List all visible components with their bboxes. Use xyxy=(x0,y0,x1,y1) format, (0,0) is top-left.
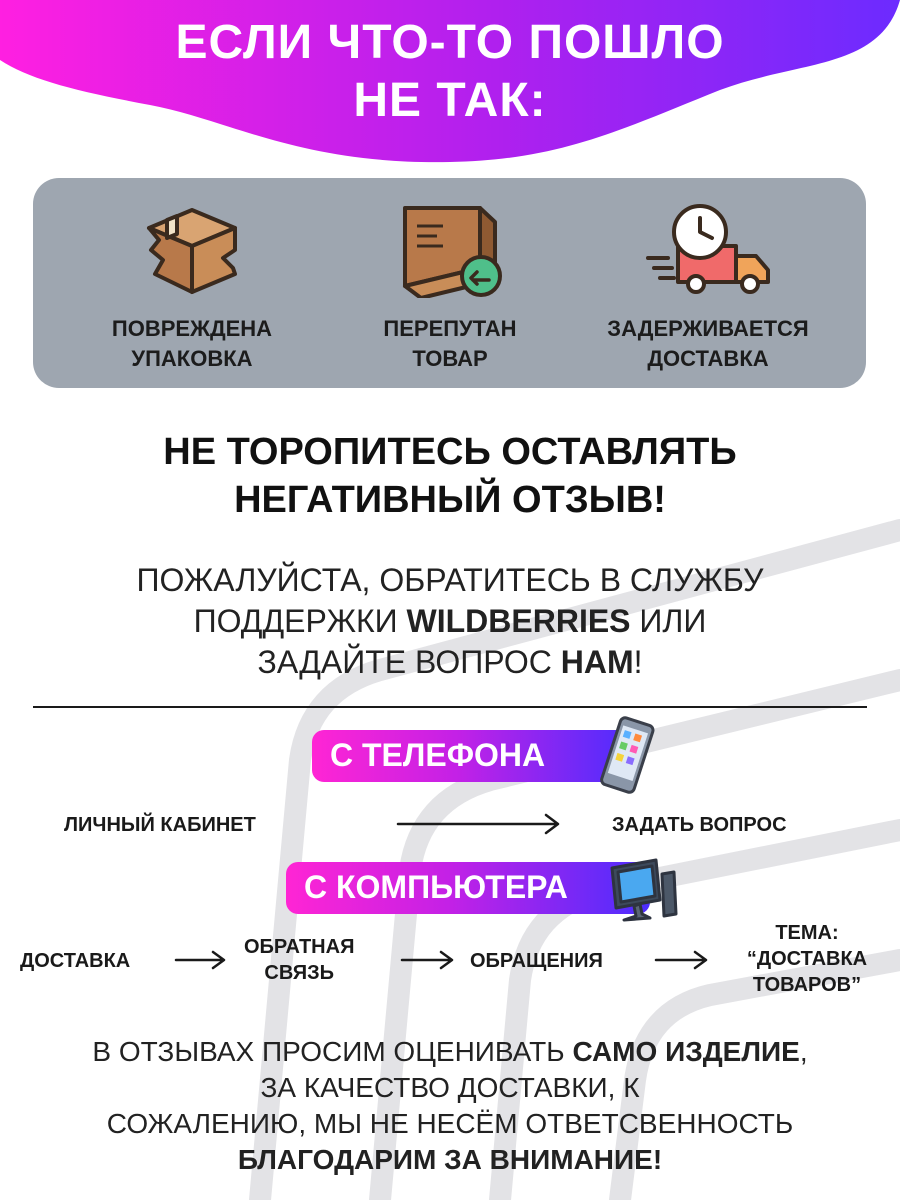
problem-3-line-1: ЗАДЕРЖИВАЕТСЯ xyxy=(607,316,809,341)
warning-title-line-2: НЕГАТИВНЫЙ ОТЗЫВ! xyxy=(234,479,666,521)
problem-2-line-2: ТОВАР xyxy=(412,346,488,371)
lead-line-2: ПОДДЕРЖКИ WILDBERRIES ИЛИ xyxy=(0,601,900,642)
warning-title: НЕ ТОРОПИТЕСЬ ОСТАВЛЯТЬ НЕГАТИВНЫЙ ОТЗЫВ… xyxy=(0,428,900,524)
phone-section-label: С ТЕЛЕФОНА xyxy=(330,737,546,773)
header-line-2: НЕ ТАК: xyxy=(353,74,547,127)
lead-line-3-end: ! xyxy=(633,644,643,680)
arrow-right-icon xyxy=(396,813,560,835)
computer-section-label: С КОМПЬЮТЕРА xyxy=(304,869,568,905)
arrow-right-icon xyxy=(654,950,708,970)
brand-name: WILDBERRIES xyxy=(406,603,631,639)
lead-line-2-start: ПОДДЕРЖКИ xyxy=(193,603,407,639)
computer-step-4: ТЕМА: “ДОСТАВКА ТОВАРОВ” xyxy=(724,920,890,998)
return-box-icon xyxy=(403,206,502,298)
computer-step-1: ДОСТАВКА xyxy=(20,950,131,972)
problem-damaged-package: ПОВРЕЖДЕНА УПАКОВКА xyxy=(57,198,327,374)
support-request-text: ПОЖАЛУЙСТА, ОБРАТИТЕСЬ В СЛУЖБУ ПОДДЕРЖК… xyxy=(0,560,900,683)
problem-3-line-2: ДОСТАВКА xyxy=(647,346,769,371)
header-line-1: ЕСЛИ ЧТО-ТО ПОШЛО xyxy=(175,16,725,69)
delivery-truck-clock-icon xyxy=(646,204,770,294)
lead-us: НАМ xyxy=(560,644,634,680)
problem-delayed-delivery: ЗАДЕРЖИВАЕТСЯ ДОСТАВКА xyxy=(573,198,843,374)
problem-1-line-2: УПАКОВКА xyxy=(131,346,253,371)
computer-step-2-line-2: СВЯЗЬ xyxy=(264,962,335,984)
header-title: ЕСЛИ ЧТО-ТО ПОШЛО НЕ ТАК: xyxy=(0,14,900,130)
footer-thanks-text: БЛАГОДАРИМ ЗА ВНИМАНИЕ! xyxy=(237,1144,663,1175)
damaged-box-icon xyxy=(147,208,237,294)
problem-2-line-1: ПЕРЕПУТАН xyxy=(383,316,517,341)
footer-line-1: В ОТЗЫВАХ ПРОСИМ ОЦЕНИВАТЬ САМО ИЗДЕЛИЕ, xyxy=(0,1034,900,1070)
computer-step-3: ОБРАЩЕНИЯ xyxy=(470,950,603,972)
footer-line-1-end: , xyxy=(799,1036,808,1067)
footer-line-3: СОЖАЛЕНИЮ, МЫ НЕ НЕСЁМ ОТВЕТСВЕННОСТЬ xyxy=(106,1108,794,1139)
computer-step-2: ОБРАТНАЯ СВЯЗЬ xyxy=(244,934,354,986)
computer-step-4-line-1: ТЕМА: xyxy=(775,922,839,944)
footer-line-2: ЗА КАЧЕСТВО ДОСТАВКИ, К xyxy=(260,1072,640,1103)
computer-step-4-line-2: “ДОСТАВКА xyxy=(746,948,868,970)
header-background xyxy=(0,0,900,163)
lead-line-3: ЗАДАЙТЕ ВОПРОС НАМ! xyxy=(0,642,900,683)
divider xyxy=(33,706,867,708)
lead-line-1: ПОЖАЛУЙСТА, ОБРАТИТЕСЬ В СЛУЖБУ xyxy=(136,562,764,598)
footer-product-itself: САМО ИЗДЕЛИЕ xyxy=(572,1036,800,1067)
problem-1-line-1: ПОВРЕЖДЕНА xyxy=(111,316,273,341)
computer-step-4-line-3: ТОВАРОВ” xyxy=(752,974,862,996)
arrow-right-icon xyxy=(174,950,226,970)
lead-line-2-end: ИЛИ xyxy=(630,603,707,639)
lead-line-3-start: ЗАДАЙТЕ ВОПРОС xyxy=(257,644,561,680)
desktop-computer-icon xyxy=(610,858,678,922)
footer-text: В ОТЗЫВАХ ПРОСИМ ОЦЕНИВАТЬ САМО ИЗДЕЛИЕ,… xyxy=(0,1034,900,1178)
footer-line-1-start: В ОТЗЫВАХ ПРОСИМ ОЦЕНИВАТЬ xyxy=(92,1036,573,1067)
arrow-right-icon xyxy=(400,950,454,970)
phone-step-1: ЛИЧНЫЙ КАБИНЕТ xyxy=(64,814,256,836)
computer-step-2-line-1: ОБРАТНАЯ xyxy=(244,936,355,958)
computer-section-badge: С КОМПЬЮТЕРА xyxy=(286,862,650,914)
problems-panel: ПОВРЕЖДЕНА УПАКОВКА ПЕРЕПУТАН ТОВАР xyxy=(33,178,866,388)
phone-step-2: ЗАДАТЬ ВОПРОС xyxy=(612,814,787,836)
phone-section-badge: С ТЕЛЕФОНА xyxy=(312,730,636,782)
warning-title-line-1: НЕ ТОРОПИТЕСЬ ОСТАВЛЯТЬ xyxy=(163,431,737,473)
smartphone-icon xyxy=(600,716,655,794)
footer-thanks: БЛАГОДАРИМ ЗА ВНИМАНИЕ! xyxy=(0,1142,900,1178)
problem-wrong-item: ПЕРЕПУТАН ТОВАР xyxy=(315,198,585,374)
